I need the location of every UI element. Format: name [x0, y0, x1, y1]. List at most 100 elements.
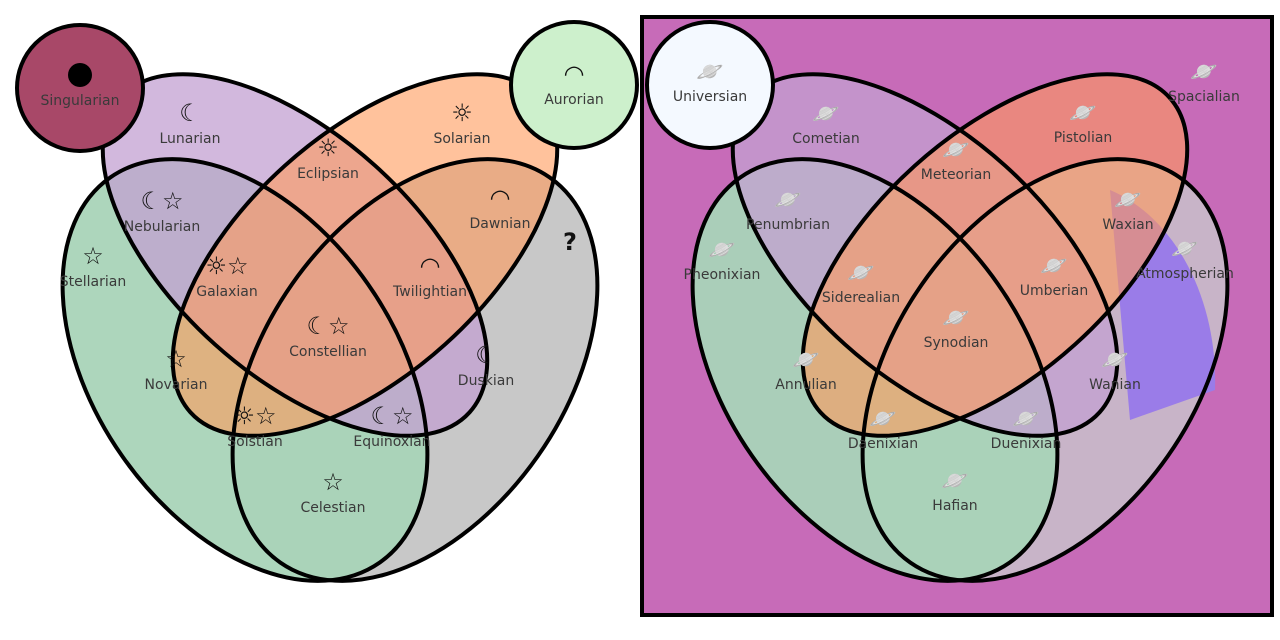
planet-icon: 🪐 [1101, 348, 1129, 373]
eclipse-icon: ☼ [317, 134, 339, 162]
star-icon: ☆ [322, 468, 344, 496]
label-eclipsian: Eclipsian [297, 166, 359, 182]
region-celestian: ☆ Celestian [300, 468, 365, 516]
label-penumbrian: Penumbrian [746, 217, 830, 233]
label-annulian: Annulian [775, 377, 836, 393]
aurorian-circle [509, 20, 639, 150]
label-umberian: Umberian [1020, 283, 1088, 299]
planet-sun-star-icon: 🪐 [942, 306, 970, 331]
planet-galaxy-icon: 🪐 [696, 60, 724, 85]
label-lunarian: Lunarian [160, 131, 221, 147]
region-cometian: 🪐 Cometian [792, 102, 859, 147]
planet-sun-icon: 🪐 [942, 138, 970, 163]
planet-star-icon: 🪐 [869, 407, 897, 432]
label-dawnian: Dawnian [469, 216, 530, 232]
region-eclipsian: ☼ Eclipsian [297, 134, 359, 182]
set-pistolian [802, 74, 1188, 436]
sun-moon-star-icon: ☾☆ [306, 312, 349, 340]
label-aurorian: Aurorian [544, 92, 604, 108]
right-venn [645, 20, 1230, 583]
moon-star-icon: ☾☆ [370, 402, 413, 430]
region-pheonixian: 🪐Pheonixian [684, 238, 761, 283]
region-pistolian: 🪐 Pistolian [1054, 101, 1113, 146]
region-stellarian: ☆ Stellarian [60, 242, 126, 290]
label-duenixian: Duenixian [991, 436, 1062, 452]
region-twilightian: ◠Twilightian [392, 252, 467, 300]
sun-star-icon: ☼☆ [205, 252, 248, 280]
region-aurorian: ◠ Aurorian [544, 60, 604, 108]
stars-icon: ☆ [82, 242, 104, 270]
planet-dome-icon: 🪐 [1040, 254, 1068, 279]
label-stellarian: Stellarian [60, 274, 126, 290]
nova-icon: ☆ [165, 345, 187, 373]
label-solstian: Solstian [227, 434, 282, 450]
label-synodian: Synodian [924, 335, 989, 351]
planet-dome-icon: 🪐 [1114, 188, 1142, 213]
label-atmospherian: Atmospherian [1136, 266, 1234, 282]
label-unknown: ? [563, 228, 577, 256]
label-daenixian: Daenixian [848, 436, 918, 452]
region-solstian: ☼☆ Solstian [227, 402, 282, 450]
singularian-circle [15, 23, 145, 153]
region-siderealian: 🪐 Siderealian [822, 261, 900, 306]
region-novarian: ☆ Novarian [145, 345, 208, 393]
planet-icon: 🪐 [812, 102, 840, 127]
label-galaxian: Galaxian [196, 284, 258, 300]
label-cometian: Cometian [792, 131, 859, 147]
label-novarian: Novarian [145, 377, 208, 393]
region-penumbrian: 🪐 Penumbrian [746, 188, 830, 233]
planet-dome-icon: 🪐 [1171, 237, 1199, 262]
label-singularian: Singularian [41, 93, 120, 109]
region-duenixian: 🪐 Duenixian [991, 407, 1062, 452]
label-spacialian: Spacialian [1168, 89, 1240, 105]
label-pheonixian: Pheonixian [684, 267, 761, 283]
sun-star-icon: ☼☆ [233, 402, 276, 430]
left-venn [15, 20, 639, 583]
region-annulian: 🪐 Annulian [775, 348, 836, 393]
label-siderealian: Siderealian [822, 290, 900, 306]
region-lunarian: ☾ Lunarian [160, 99, 221, 147]
region-universian: 🪐 Universian [673, 60, 747, 105]
label-waxian: Waxian [1102, 217, 1153, 233]
region-equinoxian: ☾☆ Equinoxian [353, 402, 430, 450]
region-unknown: ? [563, 228, 577, 256]
label-celestian: Celestian [300, 500, 365, 516]
planet-sun-icon: 🪐 [1069, 101, 1097, 126]
setting-sun-icon: ◠ [420, 252, 441, 280]
label-equinoxian: Equinoxian [353, 434, 430, 450]
planet-icon: 🪐 [1190, 60, 1218, 85]
label-meteorian: Meteorian [921, 167, 991, 183]
region-singularian: Singularian [41, 93, 120, 109]
region-nebularian: ☾☆ Nebularian [124, 187, 200, 235]
crescent-moon-icon: ☾ [179, 99, 201, 127]
region-dawnian: ◠ Dawnian [469, 184, 530, 232]
label-pistolian: Pistolian [1054, 130, 1113, 146]
horizon-dome-icon: ◠ [564, 60, 585, 88]
crescent-moon-icon: ☾ [475, 341, 497, 369]
region-atmospherian: 🪐 Atmospherian [1136, 237, 1234, 282]
region-spacialian: 🪐 Spacialian [1168, 60, 1240, 105]
region-synodian: 🪐 Synodian [924, 306, 989, 351]
label-hafian: Hafian [932, 498, 977, 514]
black-dot-icon [68, 63, 92, 87]
region-daenixian: 🪐 Daenixian [848, 407, 918, 452]
set-solarian [172, 74, 558, 436]
moon-star-icon: ☾☆ [140, 187, 183, 215]
label-wanian: Wanian [1089, 377, 1141, 393]
region-meteorian: 🪐 Meteorian [921, 138, 991, 183]
planet-sun-icon: 🪐 [1012, 407, 1040, 432]
region-hafian: 🪐Hafian [932, 469, 977, 514]
planet-sun-star-icon: 🪐 [847, 261, 875, 286]
region-umberian: 🪐 Umberian [1020, 254, 1088, 299]
label-nebularian: Nebularian [124, 219, 200, 235]
sun-icon: ☼ [451, 99, 473, 127]
region-waxian: 🪐 Waxian [1102, 188, 1153, 233]
label-constellian: Constellian [289, 344, 367, 360]
planet-sun-icon: 🪐 [792, 348, 820, 373]
region-constellian: ☾☆ Constellian [289, 312, 367, 360]
label-universian: Universian [673, 89, 747, 105]
rising-sun-icon: ◠ [490, 184, 511, 212]
label-duskian: Duskian [458, 373, 514, 389]
planet-star-icon: 🪐 [774, 188, 802, 213]
